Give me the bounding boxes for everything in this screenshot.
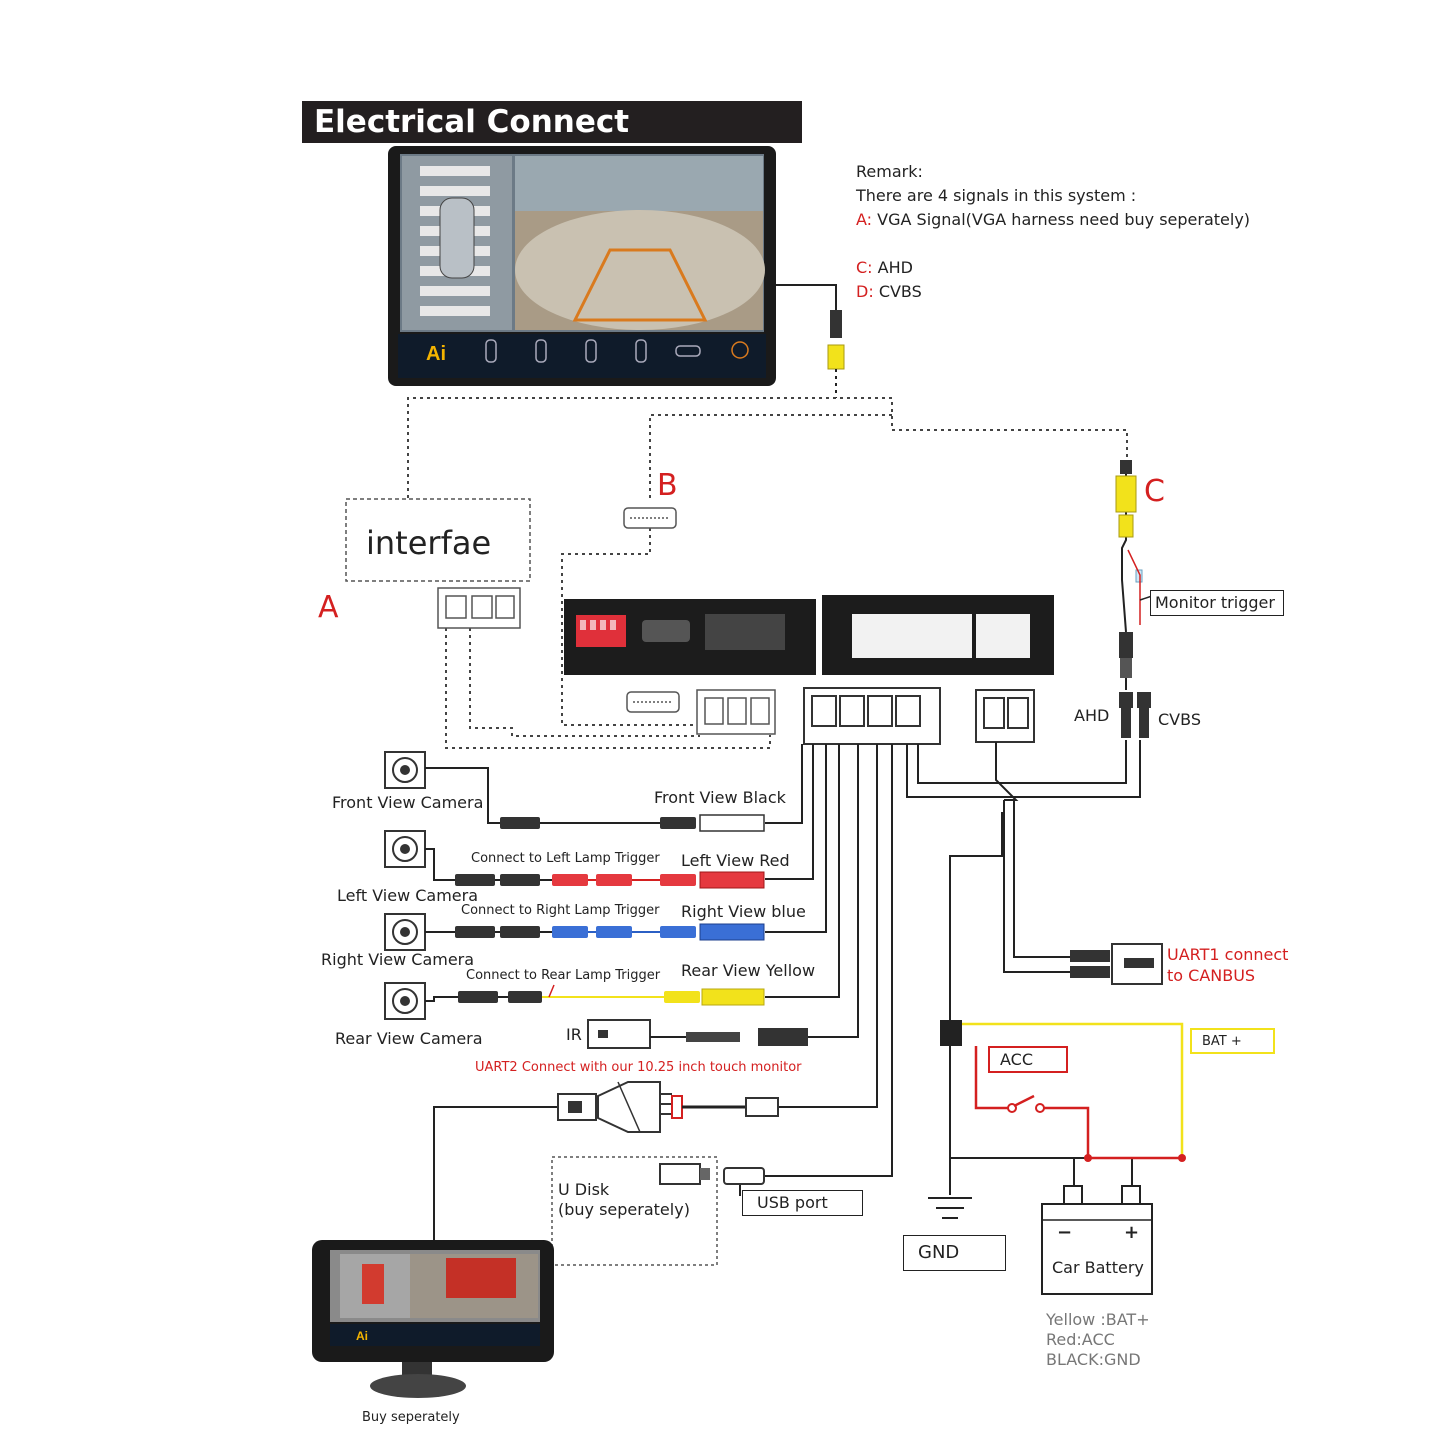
touch-monitor: Ai	[312, 1240, 554, 1398]
uart1-label-line2: to CANBUS	[1167, 966, 1256, 985]
interface-label: interfae	[366, 524, 492, 562]
right-wire-label: Right View blue	[681, 902, 806, 921]
ir-label: IR	[566, 1025, 582, 1044]
hdmi-connector	[623, 507, 677, 529]
udisk-label-line1: U Disk	[558, 1180, 610, 1199]
rear-camera	[384, 982, 426, 1020]
ir-receiver	[587, 1019, 808, 1049]
battery-label: Car Battery	[1052, 1258, 1144, 1277]
cvbs-label: CVBS	[1158, 710, 1201, 729]
signal-letter-c: C	[1144, 474, 1165, 509]
signal-letter-a: A	[318, 590, 339, 625]
left-wire-label: Left View Red	[681, 851, 790, 870]
page-title: Electrical Connect Instruction	[302, 101, 802, 182]
legend-yellow: Yellow :BAT+	[1046, 1310, 1150, 1329]
signal-letter-b: B	[657, 468, 678, 503]
rca-connector-c	[1115, 460, 1153, 678]
remark-heading: Remark:	[856, 162, 923, 181]
power-junction	[940, 1020, 962, 1046]
udisk-box	[551, 1156, 718, 1266]
monitor-trigger-label: Monitor trigger	[1150, 590, 1284, 616]
front-camera-label: Front View Camera	[332, 793, 484, 812]
front-wire-label: Front View Black	[654, 788, 786, 807]
buy-seperately-label: Buy seperately	[362, 1410, 460, 1425]
ahd-label: AHD	[1074, 706, 1110, 725]
hdmi-connector-bottom	[626, 689, 776, 735]
front-camera	[384, 751, 426, 789]
head-unit-screen: Ai	[388, 146, 776, 386]
right-camera	[384, 913, 426, 951]
remark-signal-c-key: C:	[856, 258, 873, 277]
car-battery	[1041, 1185, 1153, 1295]
acc-label: ACC	[988, 1046, 1068, 1073]
screen-logo: Ai	[426, 343, 446, 365]
remark-signal-c: C: AHD	[856, 256, 913, 280]
usb-port-icon	[723, 1167, 765, 1185]
legend-black: BLACK:GND	[1046, 1350, 1141, 1369]
left-trigger-label: Connect to Left Lamp Trigger	[471, 851, 660, 866]
udisk-icon	[659, 1163, 710, 1185]
rear-wire-label: Rear View Yellow	[681, 961, 816, 980]
ahd-cvbs-plugs	[1119, 692, 1151, 738]
right-trigger-label: Connect to Right Lamp Trigger	[461, 903, 660, 918]
gnd-label: GND	[903, 1235, 1006, 1271]
uart1-label-line1: UART1 connect	[1167, 945, 1289, 964]
legend-red: Red:ACC	[1046, 1330, 1115, 1349]
uart2-harness	[557, 1081, 779, 1133]
ground-symbol	[928, 1197, 972, 1219]
udisk-label-line2: (buy seperately)	[558, 1200, 690, 1219]
rear-camera-label: Rear View Camera	[335, 1029, 483, 1048]
rear-trigger-label: Connect to Rear Lamp Trigger	[466, 968, 661, 983]
bat-plus-label: BAT +	[1190, 1028, 1275, 1054]
control-box	[564, 595, 1054, 675]
main-harness-connector	[803, 687, 1035, 745]
left-camera	[384, 830, 426, 868]
remark-signal-d-key: D:	[856, 282, 874, 301]
remark-signal-c-text: AHD	[877, 258, 913, 277]
remark-signal-d-text: CVBS	[878, 282, 922, 301]
uart2-label: UART2 Connect with our 10.25 inch touch …	[475, 1060, 802, 1075]
remark-signal-a-text: VGA Signal(VGA harness need buy seperate…	[877, 210, 1251, 229]
remark-intro: There are 4 signals in this system :	[856, 186, 1137, 205]
battery-minus: −	[1057, 1222, 1073, 1243]
remark-signal-a-key: A:	[856, 210, 873, 229]
interface-connector	[437, 587, 521, 629]
remark-signal-d: D: CVBS	[856, 280, 922, 304]
usb-port-label: USB port	[742, 1190, 863, 1216]
battery-plus: +	[1124, 1222, 1140, 1243]
interface-box	[345, 498, 531, 582]
remark-signal-a: A: VGA Signal(VGA harness need buy seper…	[856, 208, 1250, 232]
uart1-connector	[1070, 943, 1163, 985]
left-camera-label: Left View Camera	[337, 886, 479, 905]
right-camera-label: Right View Camera	[321, 950, 475, 969]
small-screen-logo: Ai	[356, 1329, 368, 1343]
